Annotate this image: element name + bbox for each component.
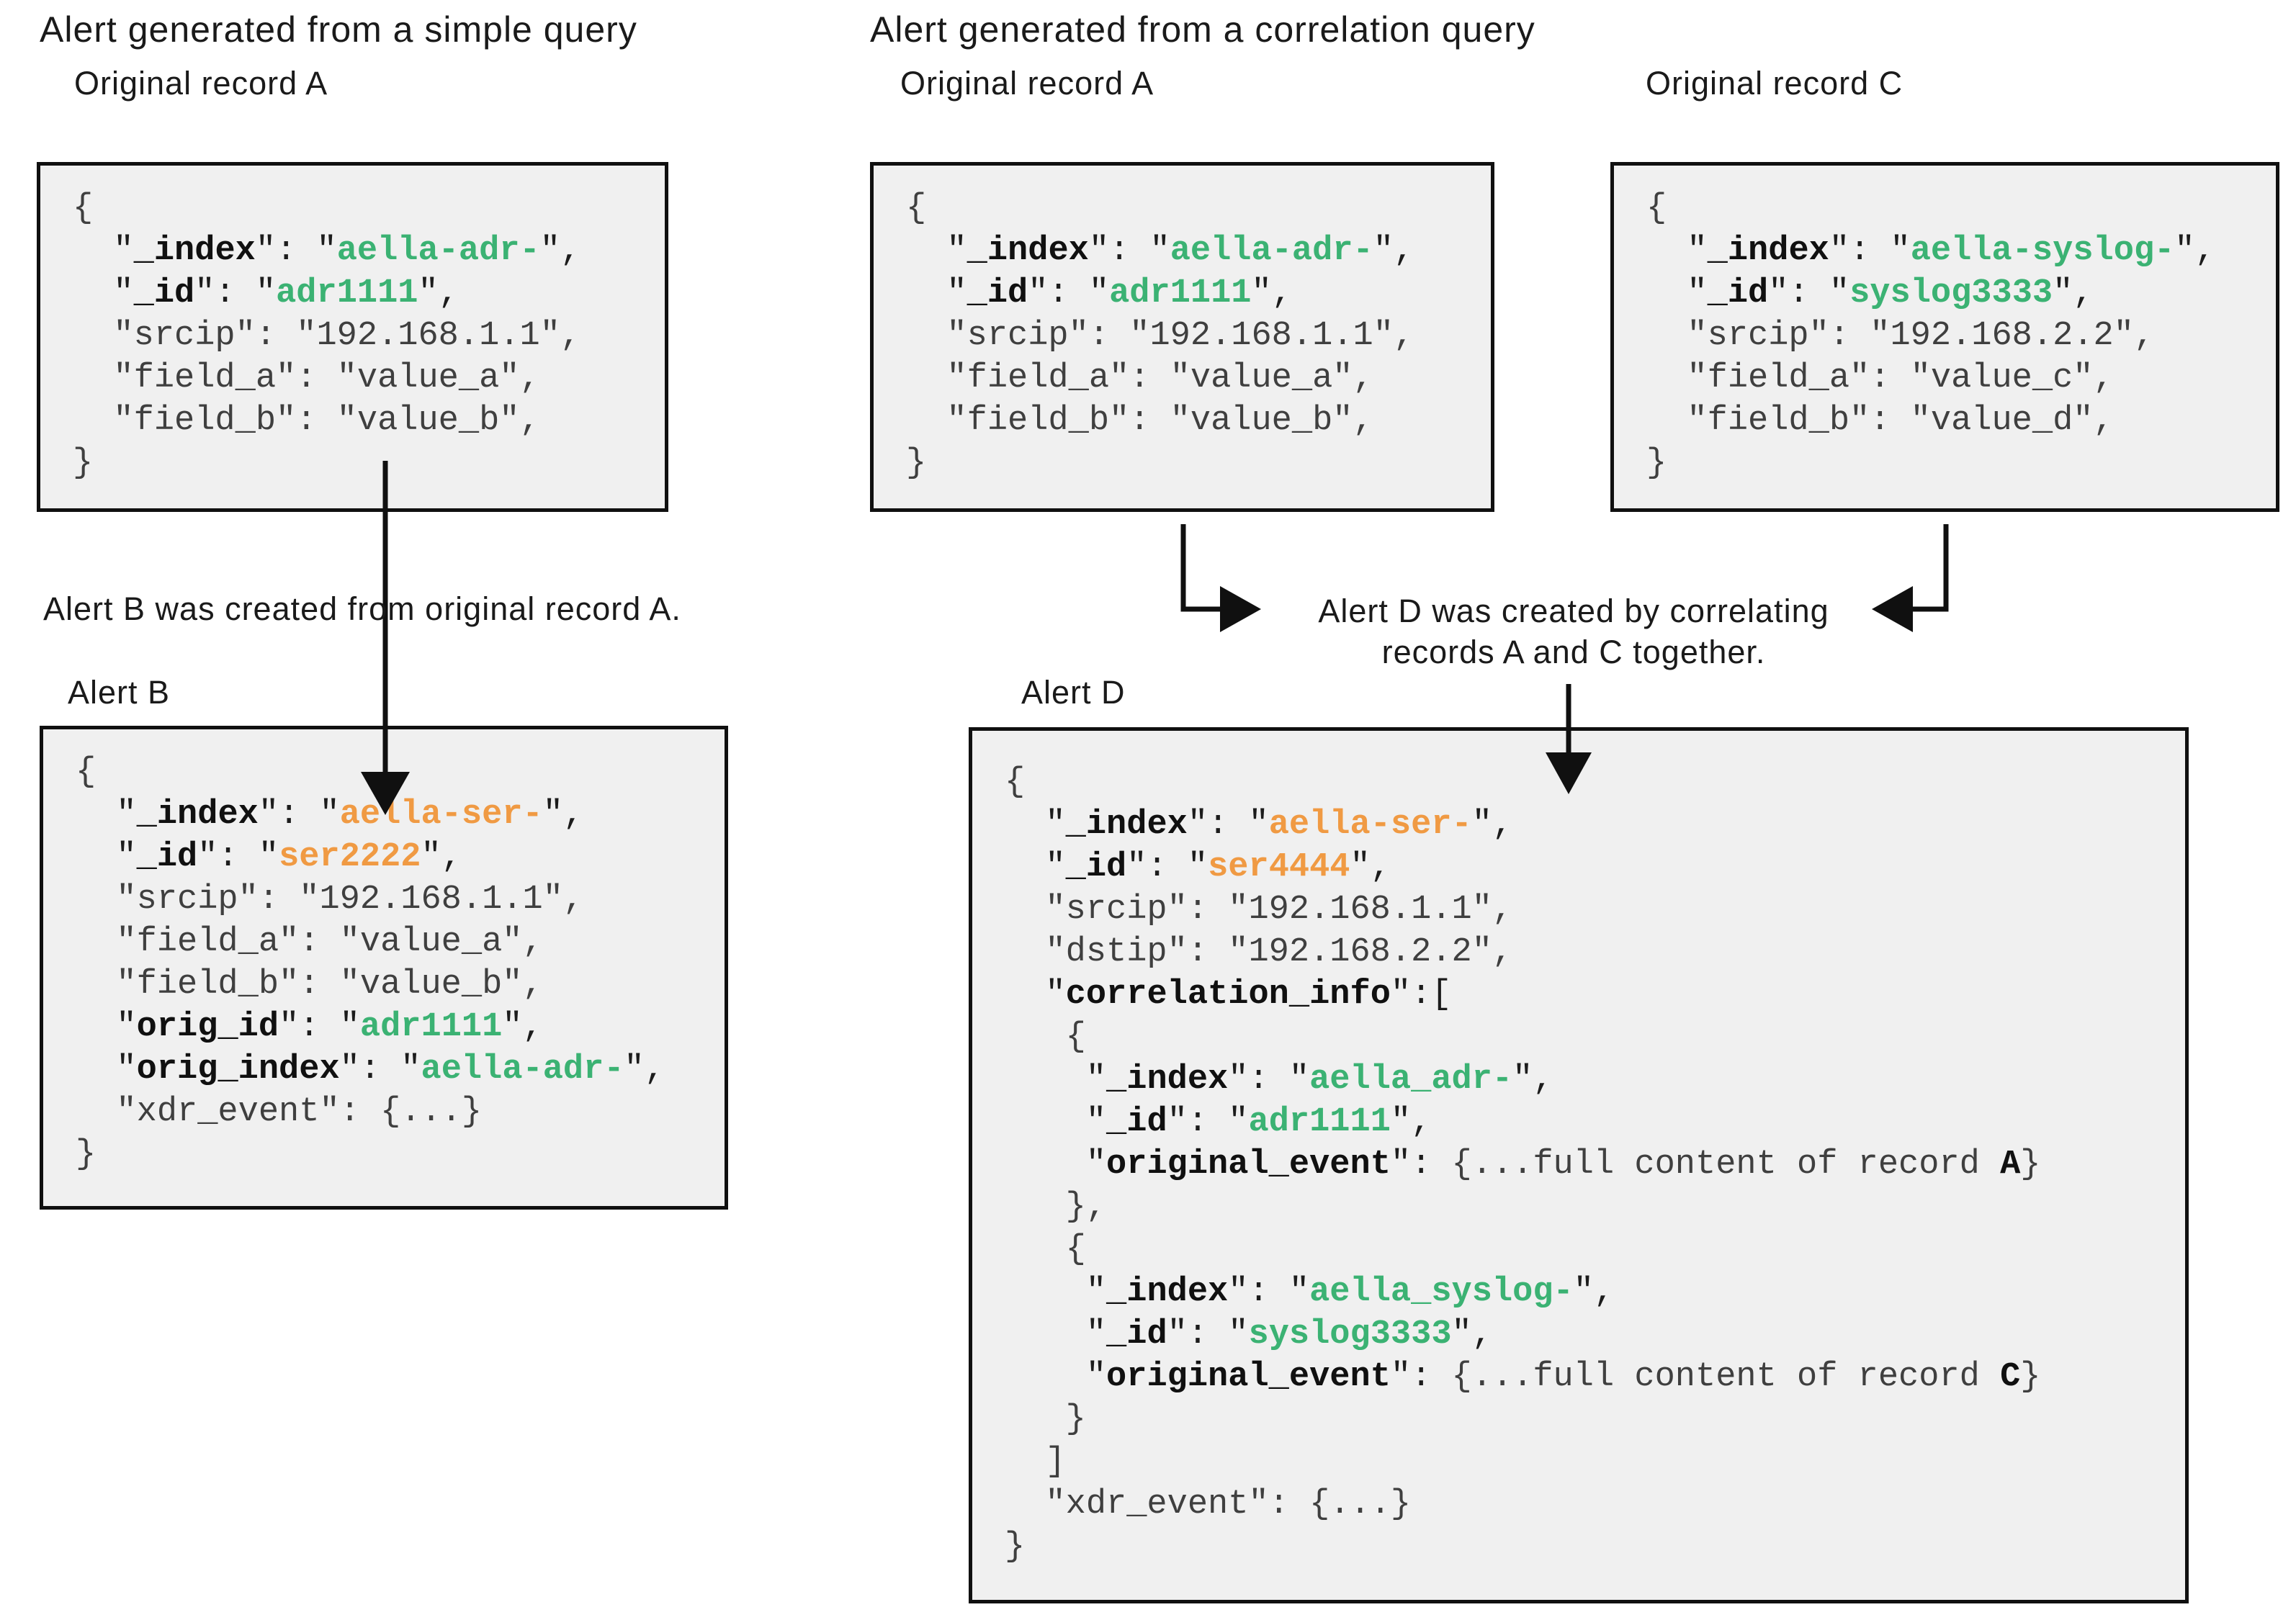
code-line: "_id": "adr1111", — [906, 274, 1292, 312]
code-line: "_index": "aella-adr-", — [73, 232, 581, 270]
code-line: "_id": "ser4444", — [1005, 848, 1391, 886]
alert-d-arrow-caption-line1: Alert D was created by correlating — [1318, 593, 1829, 629]
code-line: } — [1005, 1528, 1026, 1566]
record-a-label-middle: Original record A — [900, 65, 1154, 102]
code-line: "field_a": "value_a", — [76, 923, 543, 961]
arrow-record-c-to-caption-line — [1911, 524, 1949, 612]
code-line: "_id": "syslog3333", — [1646, 274, 2094, 312]
code-line: { — [906, 189, 927, 228]
code-line: "_id": "syslog3333", — [1005, 1315, 1492, 1354]
code-line: "_index": "aella-adr-", — [906, 232, 1414, 270]
code-line: "_index": "aella-syslog-", — [1646, 232, 2215, 270]
code-line: "field_b": "value_b", — [906, 402, 1373, 440]
alert-d-json-box: { "_index": "aella-ser-", "_id": "ser444… — [969, 727, 2189, 1603]
code-line: "xdr_event": {...} — [1005, 1485, 1412, 1524]
code-line: "_index": "aella_adr-", — [1005, 1061, 1553, 1099]
code-line: "original_event": {...full content of re… — [1005, 1358, 2041, 1396]
alert-b-label: Alert B — [68, 674, 171, 711]
code-line: "srcip": "192.168.1.1", — [906, 317, 1414, 355]
arrow-record-c-to-caption-head — [1872, 586, 1913, 632]
alert-b-arrow-caption: Alert B was created from original record… — [43, 590, 681, 627]
code-line: "field_b": "value_b", — [73, 402, 540, 440]
code-line: "correlation_info":[ — [1005, 976, 1452, 1014]
alert-d-arrow-caption: Alert D was created by correlating recor… — [1289, 590, 1858, 672]
code-line: } — [906, 444, 927, 482]
code-line: "field_a": "value_a", — [906, 359, 1373, 397]
record-a-label-left: Original record A — [74, 65, 328, 102]
code-line: } — [76, 1135, 97, 1174]
code-line: "xdr_event": {...} — [76, 1093, 483, 1131]
code-line: { — [1646, 189, 1667, 228]
code-line: { — [1005, 1230, 1086, 1269]
arrow-record-a-to-caption-head — [1220, 586, 1261, 632]
code-line: ] — [1005, 1443, 1066, 1481]
code-line: "_id": "adr1111", — [73, 274, 459, 312]
code-line: "_index": "aella-ser-", — [76, 796, 584, 834]
code-line: "orig_index": "aella-adr-", — [76, 1050, 665, 1089]
code-line: "field_b": "value_b", — [76, 966, 543, 1004]
record-c-label: Original record C — [1646, 65, 1903, 102]
code-line: } — [1005, 1400, 1086, 1439]
code-line: "_id": "adr1111", — [1005, 1103, 1432, 1141]
alert-b-json-box: { "_index": "aella-ser-", "_id": "ser222… — [40, 726, 728, 1210]
code-line: "field_a": "value_c", — [1646, 359, 2114, 397]
record-a-json-box-left: { "_index": "aella-adr-", "_id": "adr111… — [37, 162, 668, 512]
code-line: "srcip": "192.168.1.1", — [73, 317, 581, 355]
code-line: "srcip": "192.168.1.1", — [76, 881, 584, 919]
code-line: "field_a": "value_a", — [73, 359, 540, 397]
code-line: "_index": "aella-ser-", — [1005, 806, 1513, 844]
code-line: "srcip": "192.168.1.1", — [1005, 891, 1513, 929]
code-line: "srcip": "192.168.2.2", — [1646, 317, 2155, 355]
code-line: "_index": "aella_syslog-", — [1005, 1273, 1615, 1311]
code-line: { — [73, 189, 94, 228]
code-line: "dstip": "192.168.2.2", — [1005, 933, 1513, 971]
code-line: }, — [1005, 1188, 1107, 1226]
code-line: "_id": "ser2222", — [76, 838, 462, 876]
correlation-query-title: Alert generated from a correlation query — [870, 9, 1535, 50]
alert-d-arrow-caption-line2: records A and C together. — [1381, 634, 1766, 670]
code-line: "original_event": {...full content of re… — [1005, 1146, 2041, 1184]
arrow-record-a-to-caption-line — [1180, 524, 1221, 612]
code-line: { — [76, 753, 97, 791]
simple-query-title: Alert generated from a simple query — [40, 9, 637, 50]
code-line: "orig_id": "adr1111", — [76, 1008, 543, 1046]
code-line: } — [1646, 444, 1667, 482]
code-line: "field_b": "value_d", — [1646, 402, 2114, 440]
record-c-json-box: { "_index": "aella-syslog-", "_id": "sys… — [1610, 162, 2279, 512]
code-line: { — [1005, 763, 1026, 801]
record-a-json-box-middle: { "_index": "aella-adr-", "_id": "adr111… — [870, 162, 1494, 512]
code-line: } — [73, 444, 94, 482]
alert-d-label: Alert D — [1021, 674, 1126, 711]
code-line: { — [1005, 1018, 1086, 1056]
